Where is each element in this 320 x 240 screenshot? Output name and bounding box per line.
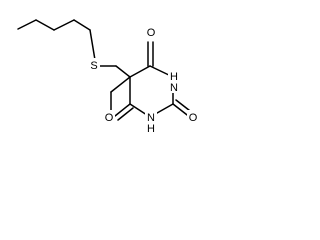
oxygen-right-label-bg [187, 110, 199, 126]
bond-ch2-c5 [115, 65, 131, 78]
nh-bottom-label-bg [145, 109, 157, 135]
bond-c1-c2 [17, 19, 37, 30]
bond-c6-o-bottom-a [114, 103, 131, 117]
bond-c5-ethyl1 [110, 76, 131, 93]
oxygen-top-label: O [147, 27, 156, 39]
bond-c6-o-bottom-b [117, 107, 134, 121]
nh-top-h-label: H [170, 71, 178, 83]
bond-c4-s [73, 19, 91, 31]
oxygen-bottom-label: O [105, 112, 114, 124]
bond-c5-c4ring [129, 65, 151, 78]
bond-c3-c4 [53, 19, 75, 31]
oxygen-bottom-label-bg [103, 110, 115, 126]
sulfur-label-bg [88, 58, 100, 74]
bond-c2-c3 [35, 19, 55, 31]
chemical-structure: S O N H O N H O [17, 19, 199, 135]
oxygen-top-label-bg [145, 25, 157, 41]
sulfur-label: S [90, 60, 97, 72]
oxygen-right-label: O [189, 112, 198, 124]
nh-bottom-n-label: N [147, 112, 155, 124]
nh-top-n-label: N [170, 82, 178, 94]
nh-top-label-bg [168, 70, 180, 93]
nh-bottom-h-label: H [147, 123, 155, 135]
